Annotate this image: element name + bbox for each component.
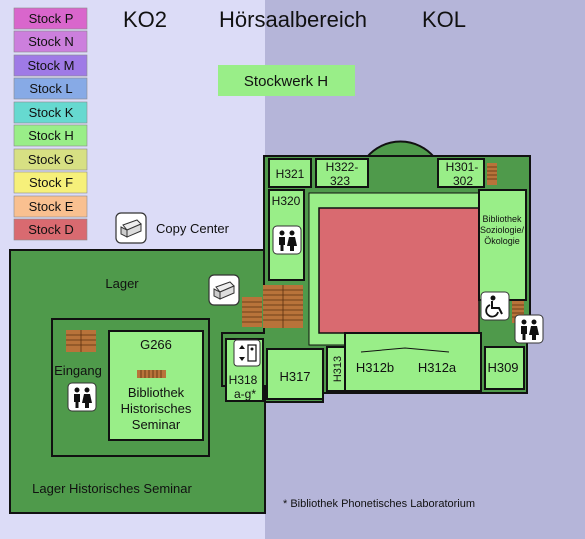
room-h317[interactable] xyxy=(266,348,324,400)
room-h322-323[interactable] xyxy=(315,158,369,188)
restroom-icon xyxy=(67,382,97,412)
room-g266-label: G266 xyxy=(140,337,172,352)
room-h312-divider xyxy=(360,347,450,353)
room-h309[interactable] xyxy=(484,346,525,390)
floor-button-label: Stock M xyxy=(28,58,75,73)
copier-icon xyxy=(115,212,147,244)
floor-button-stock-e[interactable]: Stock E xyxy=(13,195,88,218)
copy-center-label: Copy Center xyxy=(156,221,230,236)
current-floor-box xyxy=(218,65,355,96)
room-h301-label-2: 302 xyxy=(453,174,473,188)
room-h322-label-2: 323 xyxy=(330,174,350,188)
floor-button-label: Stock K xyxy=(29,105,74,120)
room-h321[interactable] xyxy=(268,158,312,188)
bib-soz-line2: Soziologie/ xyxy=(480,225,525,235)
stairs-icon xyxy=(66,330,96,352)
floor-button-label: Stock L xyxy=(29,81,72,96)
floor-button-label: Stock D xyxy=(28,222,74,237)
bib-soz-line1: Bibliothek xyxy=(482,214,522,224)
room-h312a-label: H312a xyxy=(418,360,457,375)
room-h318-label-1: H318 xyxy=(229,373,258,387)
floor-button-stock-l[interactable]: Stock L xyxy=(13,77,88,100)
bib-hist-line2: Historisches xyxy=(121,401,192,416)
floor-button-stock-m[interactable]: Stock M xyxy=(13,54,88,77)
restroom-icon xyxy=(514,314,544,344)
bib-hist-line1: Bibliothek xyxy=(128,385,185,400)
floor-button-label: Stock N xyxy=(28,34,74,49)
room-h320-label: H320 xyxy=(272,194,301,208)
room-h312b-label: H312b xyxy=(356,360,394,375)
floor-button-label: Stock H xyxy=(28,128,74,143)
floor-button-stock-f[interactable]: Stock F xyxy=(13,171,88,194)
hoersaalbereich-label: Hörsaalbereich xyxy=(219,7,367,32)
room-h301-302[interactable] xyxy=(437,158,485,188)
bib-hist-line3: Seminar xyxy=(132,417,181,432)
floor-button-stock-g[interactable]: Stock G xyxy=(13,148,88,171)
floor-button-stock-k[interactable]: Stock K xyxy=(13,101,88,124)
eingang-label: Eingang xyxy=(54,363,102,378)
stairs-icon xyxy=(242,297,262,327)
room-g266[interactable] xyxy=(108,330,204,441)
elevator-icon xyxy=(233,339,261,367)
room-h313-label: H313 xyxy=(332,356,344,382)
floor-button-stock-n[interactable]: Stock N xyxy=(13,30,88,53)
room-h321-label: H321 xyxy=(276,167,305,181)
floor-button-stock-p[interactable]: Stock P xyxy=(13,7,88,30)
floor-button-label: Stock F xyxy=(29,175,73,190)
kol-label: KOL xyxy=(422,7,466,32)
floor-button-label: Stock G xyxy=(28,152,74,167)
room-h317-label: H317 xyxy=(279,369,310,384)
floor-button-label: Stock P xyxy=(29,11,74,26)
current-floor-label: Stockwerk H xyxy=(244,73,328,90)
room-h322-label-1: H322- xyxy=(326,160,359,174)
stairs-icon xyxy=(487,163,497,185)
room-bibliothek-soziologie[interactable] xyxy=(478,189,527,301)
floor-button-stock-h[interactable]: Stock H xyxy=(13,124,88,147)
wheelchair-icon xyxy=(480,291,510,321)
room-h318-label-2: a-g* xyxy=(234,387,256,401)
restroom-icon xyxy=(272,225,302,255)
footnote: * Bibliothek Phonetisches Laboratorium xyxy=(283,498,475,510)
copier-icon xyxy=(208,274,240,306)
floor-button-label: Stock E xyxy=(29,199,74,214)
floor-button-stock-d[interactable]: Stock D xyxy=(13,218,88,241)
lager-historisches-seminar-label: Lager Historisches Seminar xyxy=(32,481,192,496)
room-h309-label: H309 xyxy=(487,360,518,375)
auditorium-dome xyxy=(364,140,437,158)
lager-label: Lager xyxy=(105,276,139,291)
room-h312b-h312a[interactable] xyxy=(344,332,482,392)
auditorium[interactable] xyxy=(318,207,480,334)
stairs-icon xyxy=(263,285,303,328)
room-h301-label-1: H301- xyxy=(446,160,479,174)
ko2-label: KO2 xyxy=(123,7,167,32)
bib-soz-line3: Ökologie xyxy=(484,236,520,246)
stairs-icon xyxy=(137,370,166,378)
